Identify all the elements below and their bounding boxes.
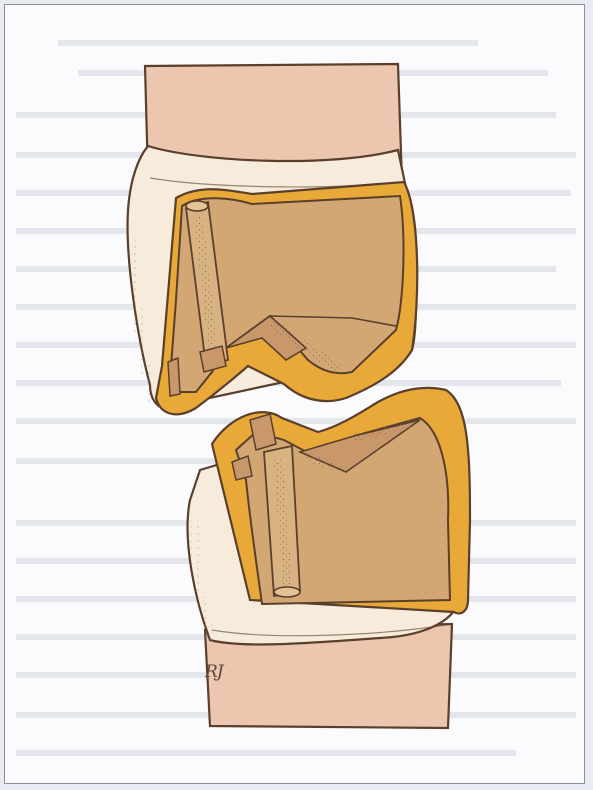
artist-initials: RJ — [205, 662, 223, 682]
lower-tooth — [188, 388, 470, 728]
upper-tooth — [128, 64, 418, 414]
